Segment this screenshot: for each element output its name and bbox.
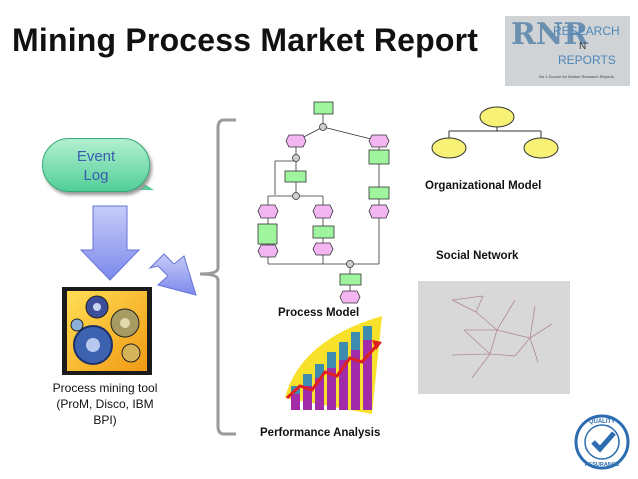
event-log-bubble: Event Log [42, 138, 150, 192]
page-title: Mining Process Market Report [12, 22, 479, 58]
tool-line1: Process mining tool [52, 381, 158, 395]
event-log-line1: Event [76, 148, 116, 165]
quality-assurance-badge: QUALITY ASSURANCE [574, 414, 630, 470]
logo-line-reports: REPORTS [558, 53, 616, 67]
tool-line3: BPI) [93, 413, 117, 427]
research-n-reports-logo: RNR RESEARCH N REPORTS No.1 Source for M… [505, 16, 630, 86]
down-arrow [79, 205, 141, 281]
diagonal-arrow [148, 253, 197, 296]
event-log-line2: Log [83, 167, 109, 184]
logo-tagline: No.1 Source for Market Research Reports [539, 74, 614, 79]
organizational-model-diagram [431, 106, 559, 159]
logo-line-n: N [579, 41, 587, 52]
badge-word-quality: QUALITY [589, 419, 615, 425]
badge-word-assurance: ASSURANCE [585, 462, 620, 468]
logo-mark: RNR [511, 17, 589, 52]
process-model-label: Process Model [278, 307, 360, 319]
performance-analysis-label: Performance Analysis [260, 427, 381, 439]
chart-trend-line [285, 343, 380, 400]
organizational-model-label: Organizational Model [425, 180, 542, 192]
logo-line-research: RESEARCH [553, 24, 620, 38]
tool-line2: (ProM, Disco, IBM [56, 397, 154, 411]
social-network-label: Social Network [436, 250, 519, 262]
social-network-graph [451, 295, 553, 379]
process-model-diagram [257, 101, 390, 304]
gears-icon [67, 291, 147, 371]
performance-analysis-chart [285, 316, 382, 414]
curly-brace [199, 118, 236, 436]
process-mining-tool-label: Process mining tool (ProM, Disco, IBM BP… [30, 380, 180, 428]
